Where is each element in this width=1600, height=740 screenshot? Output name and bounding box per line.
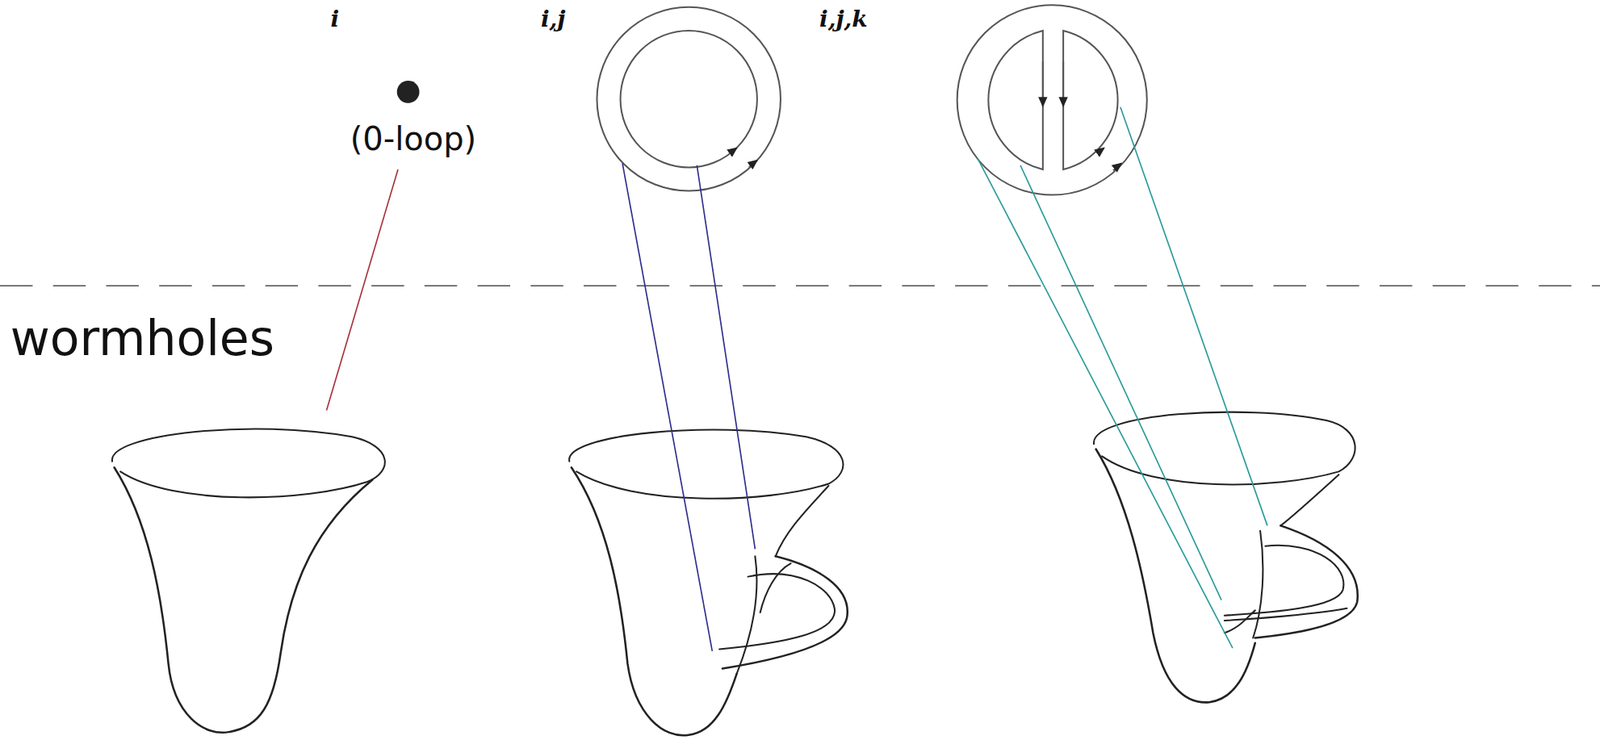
loop-arrow <box>749 160 758 168</box>
inner-loop-right <box>1063 30 1118 170</box>
wormhole-body <box>114 467 373 733</box>
wormhole-handle <box>1224 610 1256 633</box>
outer-loop <box>596 7 781 192</box>
outer-loop <box>957 4 1148 195</box>
wormhole-body <box>1280 474 1339 526</box>
wormhole-handle <box>1252 531 1263 639</box>
wormhole-rim <box>112 428 386 498</box>
wormhole-handle <box>1255 525 1358 638</box>
leader-line <box>326 169 398 411</box>
wormhole-handle <box>719 573 835 650</box>
section-label: wormholes <box>10 314 275 363</box>
wormhole-body <box>775 485 830 557</box>
wormhole-handle <box>737 556 758 674</box>
leader-line <box>977 158 1233 649</box>
leader-line <box>1120 107 1268 527</box>
wormhole-rim <box>1093 412 1356 486</box>
leader-line <box>696 165 755 550</box>
loop-arrow <box>1097 147 1105 153</box>
loop-arrow <box>1113 163 1122 171</box>
loop-arrow <box>1042 61 1044 107</box>
loop-arrow <box>730 147 738 153</box>
wormhole-handle <box>1224 545 1345 616</box>
divider-line <box>0 284 1600 287</box>
wormhole-handle <box>1224 608 1348 621</box>
wormhole-body <box>760 563 792 613</box>
loop-label: (0-loop) <box>350 122 478 155</box>
inner-loop <box>620 30 758 168</box>
index-label: i,j <box>540 8 566 31</box>
index-label: i,j,k <box>819 8 868 31</box>
wormhole-body <box>1096 449 1256 704</box>
index-label: i <box>330 8 340 31</box>
leader-line <box>622 163 713 652</box>
leader-line <box>1020 165 1222 601</box>
wormhole-handle <box>722 556 848 669</box>
loop-dot <box>397 80 420 104</box>
inner-loop-left <box>988 30 1043 170</box>
wormhole-rim <box>569 430 843 499</box>
loop-arrow <box>1062 61 1064 107</box>
wormhole-body <box>571 467 738 736</box>
